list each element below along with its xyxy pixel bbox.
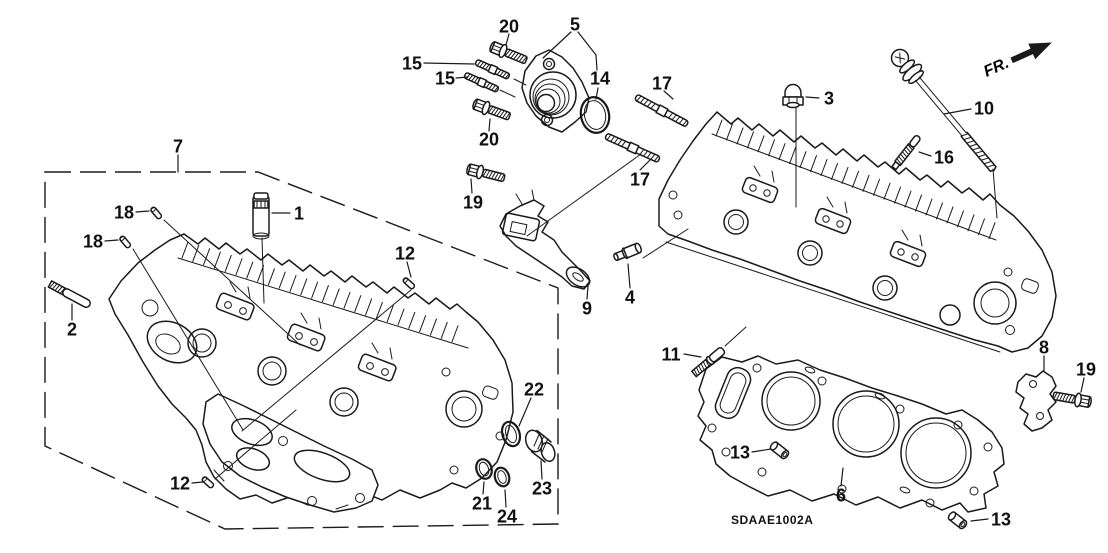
leader-line-13: [751, 448, 772, 453]
leader-line-5: [577, 31, 598, 71]
callout-24-30: 24: [497, 507, 517, 527]
callout-4-3: 4: [625, 288, 635, 308]
seal-ring-part24: [493, 466, 511, 488]
callout-19-23: 19: [463, 193, 483, 213]
engine-hanger-bracket-drawing: [1015, 370, 1057, 432]
dowel-part13-right: [946, 509, 969, 531]
leader-line-23: [540, 460, 543, 480]
right-head-cam-serration: [715, 119, 996, 240]
fr-label: FR.: [981, 55, 1011, 81]
leader-line-4: [627, 263, 631, 289]
leader-line-9: [586, 285, 589, 300]
callout-2-1: 2: [67, 320, 77, 340]
stud-part11: [691, 346, 726, 378]
callout-19-24: 19: [1076, 360, 1096, 380]
callout-1-0: 1: [294, 204, 304, 224]
callout-11-10: 11: [661, 345, 680, 365]
fr-arrow-icon: [1010, 42, 1052, 64]
callout-12-12: 12: [170, 474, 190, 494]
callout-5-4: 5: [570, 15, 580, 35]
callout-12-11: 12: [395, 244, 415, 264]
right-cylinder-head-drawing: [658, 111, 1057, 353]
callout-20-25: 20: [499, 17, 519, 37]
leader-line-20: [505, 33, 510, 46]
leader-line-22: [518, 397, 532, 427]
part7-boundary-box: [44, 171, 559, 530]
callout-22-28: 22: [524, 380, 544, 400]
pin-part18-lower: [118, 234, 133, 250]
sensor-part3: [782, 83, 804, 109]
leader-line-15: [423, 62, 475, 65]
leader-line-20: [488, 118, 491, 132]
leader-line-11: [683, 353, 702, 358]
callout-17-20: 17: [630, 170, 650, 190]
leader-line-10: [943, 108, 972, 115]
callout-23-29: 23: [532, 479, 552, 499]
callout-15-16: 15: [402, 54, 422, 74]
stud-part16: [891, 134, 921, 171]
head-gasket-drawing: [697, 355, 1005, 513]
callout-7-6: 7: [173, 137, 183, 157]
stud-part17-upper: [633, 92, 690, 129]
diagram-code: SDAAE1002A: [731, 513, 813, 527]
left-head-cam-serration: [181, 241, 459, 343]
callout-6-5: 6: [836, 486, 846, 506]
leader-line-15: [455, 76, 469, 79]
callout-9-8: 9: [582, 299, 592, 319]
callout-3-2: 3: [824, 89, 834, 109]
callout-20-26: 20: [479, 130, 499, 150]
leader-line-24: [504, 489, 507, 508]
callout-17-19: 17: [652, 74, 672, 94]
callout-16-18: 16: [934, 148, 954, 168]
leader-line-3: [805, 96, 820, 99]
seal-ring-part22: [500, 420, 522, 448]
leader-line-21: [482, 481, 485, 495]
callout-21-27: 21: [472, 494, 492, 514]
leader-line-18: [135, 210, 150, 213]
leader-line-13: [970, 518, 989, 522]
head-bolt-part10: [890, 48, 997, 173]
callout-13-14: 13: [991, 510, 1011, 530]
o-ring-drawing: [579, 96, 611, 134]
leader-line-18: [104, 239, 119, 242]
leader-line-5: [542, 31, 572, 59]
leader-line-17: [663, 90, 674, 100]
callout-18-22: 18: [83, 232, 103, 252]
left-cylinder-head-drawing: [108, 233, 514, 513]
pin-part12-top: [401, 276, 417, 291]
stud-part17-lower: [603, 131, 662, 165]
bolt-part20-bottom: [470, 96, 513, 124]
sealing-cap-part23: [524, 429, 556, 463]
callout-layer: 1234567891011121213131415151617171818191…: [67, 15, 1096, 530]
valve-guide-part1: [252, 192, 270, 240]
leader-line-16: [918, 151, 932, 157]
callout-15-17: 15: [435, 69, 455, 89]
dowel-part4: [613, 242, 642, 262]
leader-line-14: [595, 87, 599, 100]
callout-13-13: 13: [730, 443, 750, 463]
locator-lines: [132, 78, 998, 480]
harness-bracket-drawing: [499, 189, 591, 290]
water-passage-cover-drawing: [521, 49, 590, 133]
bolt-part20-top: [487, 39, 530, 68]
stud-part15-upper: [473, 57, 512, 81]
callout-8-7: 8: [1039, 338, 1049, 358]
leader-line-19: [1080, 377, 1085, 393]
leader-line-12: [406, 261, 412, 278]
callout-18-21: 18: [114, 203, 134, 223]
seal-ring-part21: [475, 458, 493, 480]
callout-10-9: 10: [974, 99, 994, 119]
leader-line-17: [639, 159, 651, 171]
leader-line-6: [840, 467, 844, 487]
callout-14-15: 14: [590, 69, 610, 89]
pin-part18-upper: [149, 205, 164, 221]
leader-line-19: [470, 178, 473, 194]
bolt-part19-right: [1051, 388, 1093, 410]
front-direction-indicator: FR.: [981, 42, 1052, 81]
stud-part2: [47, 280, 91, 308]
leader-line-12: [191, 481, 204, 484]
